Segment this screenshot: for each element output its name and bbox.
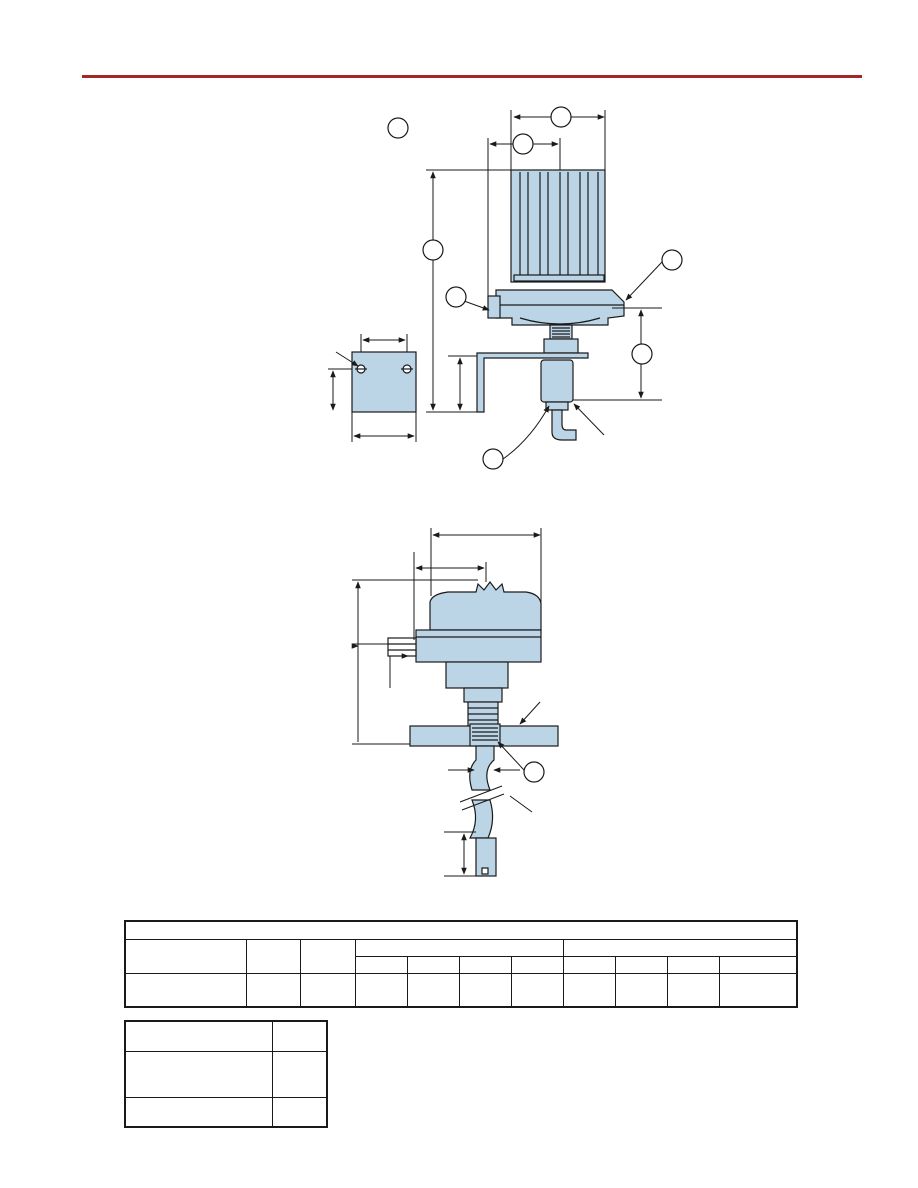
connector-pins [387,637,417,657]
secondary-table [124,1020,328,1128]
top-assembly [351,169,625,441]
table-row [124,938,798,974]
header-rule [82,75,862,78]
threaded-stem [543,324,579,354]
transmitter-head [429,581,542,631]
bottom-assembly [387,581,559,877]
cable [551,409,577,441]
specification-table [124,920,798,1008]
table-row [124,1020,328,1052]
sensor-body [540,359,574,403]
probe-tip [475,837,497,877]
bottom-dimension-lines [352,528,542,877]
top-dimension-lines [328,110,663,460]
table-row [124,972,798,1008]
table-row [124,920,798,940]
housing-base [487,289,625,326]
bottom-callout [523,761,545,783]
top-callouts [387,106,683,470]
probe-shaft [469,745,495,791]
bracket-plate [351,351,417,413]
cooling-fins [510,169,606,283]
table-row [124,1050,328,1098]
fitting-nut [463,687,503,703]
table-row [124,1096,328,1128]
